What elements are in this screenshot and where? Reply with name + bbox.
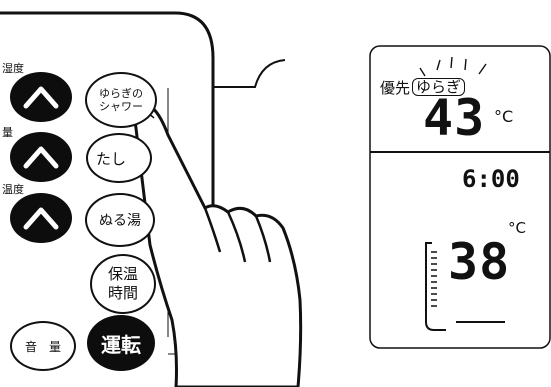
level-gauge-bracket <box>425 242 446 331</box>
nuruyu-button[interactable]: ぬる湯 <box>85 193 155 247</box>
display-panel-frame <box>369 45 551 349</box>
level-gauge-ticks <box>431 251 437 307</box>
tashiyu-label: たし <box>96 149 127 168</box>
side-label-lower: 温度 <box>2 183 24 196</box>
blink-marks <box>419 56 487 77</box>
unit-top: °C <box>494 107 514 126</box>
hoon-jikan-line1: 保温 <box>107 265 138 283</box>
run-label: 運転 <box>101 332 141 357</box>
yuragi-shower-button[interactable]: ゆらぎの シャワー <box>85 72 157 128</box>
remote-housing-outline <box>0 11 215 387</box>
temperature-bottom: 38 <box>448 233 511 291</box>
temperature-top: 43 <box>423 89 486 147</box>
up-button-1[interactable] <box>10 72 72 122</box>
hoon-jikan-line2: 時間 <box>107 284 138 302</box>
side-label-middle: 量 <box>2 126 13 139</box>
hand-knuckle-lines <box>203 207 272 263</box>
volume-button[interactable]: 音 量 <box>10 321 76 371</box>
unit-bottom: °C <box>508 219 526 237</box>
tashiyu-button[interactable]: たし <box>86 133 152 183</box>
up-button-3[interactable] <box>10 193 72 243</box>
wall-step-line <box>213 59 286 88</box>
up-button-2[interactable] <box>10 132 72 182</box>
clock-display: 6:00 <box>462 165 520 193</box>
yuragi-indicator: ゆらぎ <box>412 78 466 96</box>
hoon-jikan-button[interactable]: 保温 時間 <box>90 254 156 314</box>
run-button[interactable]: 運転 <box>87 315 155 371</box>
priority-label: 優先 <box>380 79 411 97</box>
yuragi-shower-line1: ゆらぎの <box>99 87 143 100</box>
side-label-upper: 湿度 <box>2 62 24 75</box>
volume-label: 音 量 <box>24 339 61 354</box>
nuruyu-label: ぬる湯 <box>99 213 141 229</box>
yuragi-shower-line2: シャワー <box>99 100 143 113</box>
